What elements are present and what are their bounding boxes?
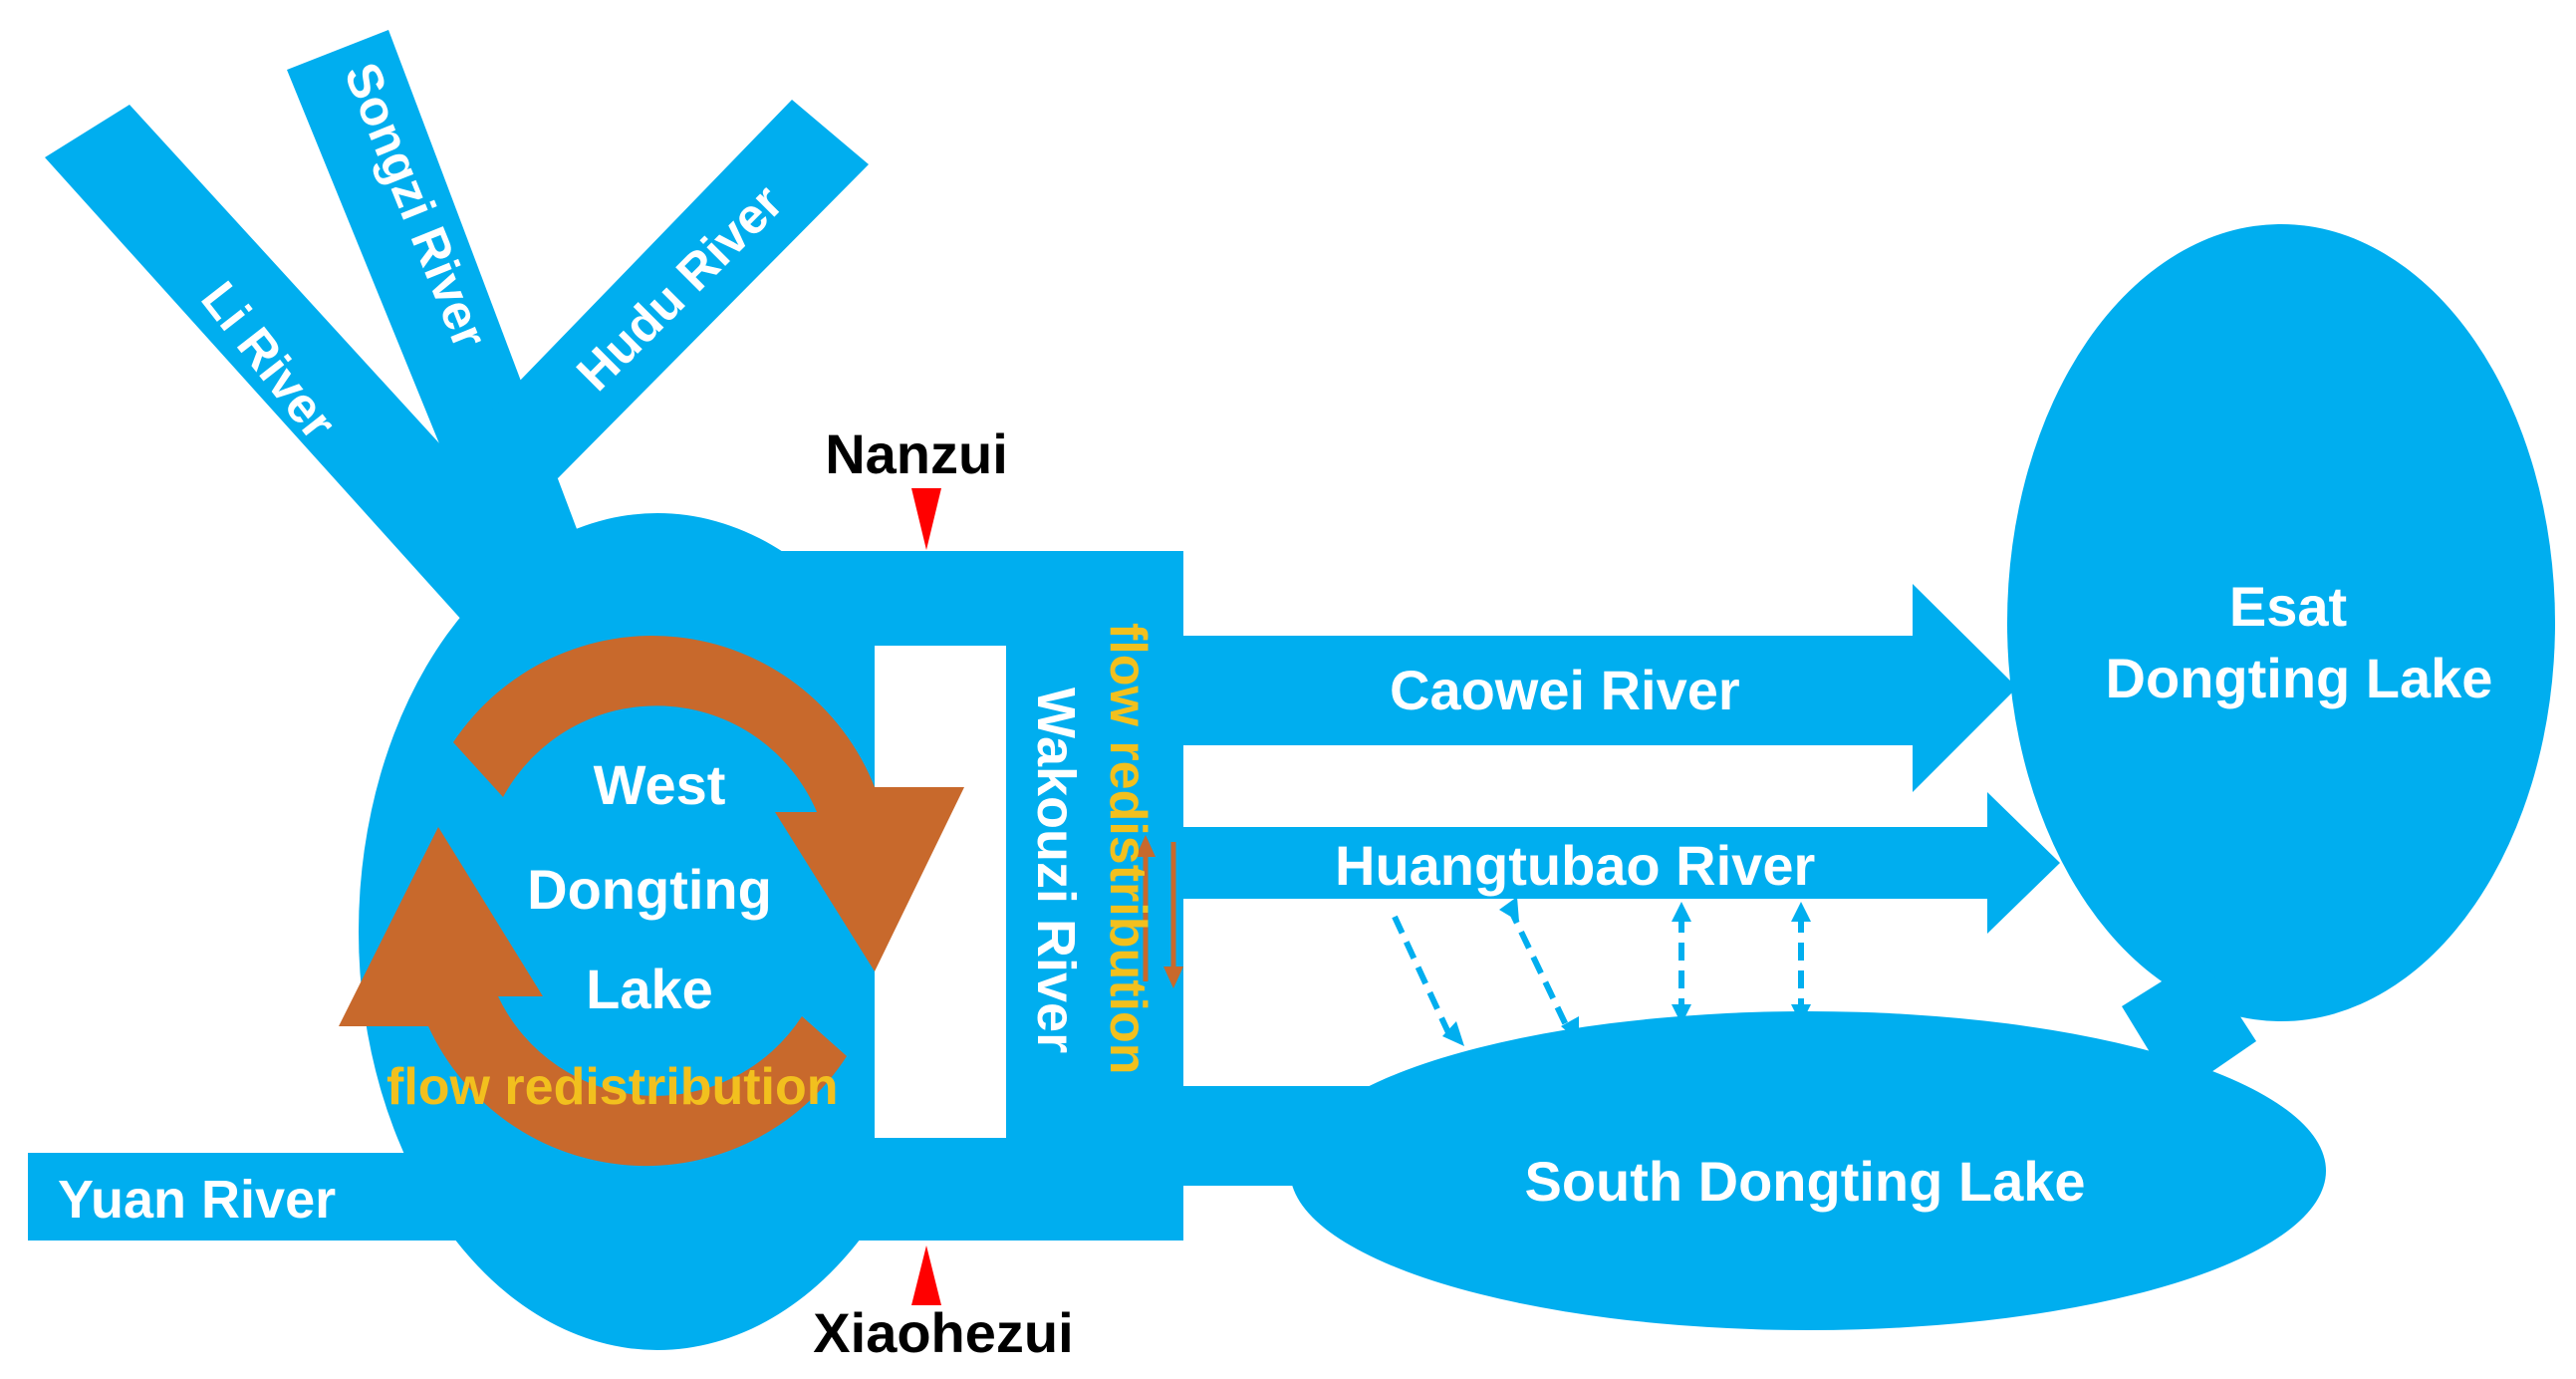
rotation-arrow-lower bbox=[339, 827, 847, 1167]
exchange-arrow-2-head-top bbox=[1499, 897, 1519, 922]
flow-redistribution-west-label: flow redistribution bbox=[386, 1058, 839, 1116]
hudu-river-label: Hudu River bbox=[566, 174, 793, 402]
east-lake-label-line2: Dongting Lake bbox=[2106, 647, 2493, 709]
huangtubao-river-arrow bbox=[1175, 792, 2060, 934]
xiaohezui-marker-icon bbox=[911, 1245, 941, 1305]
rotation-arrow-upper bbox=[453, 636, 964, 971]
exchange-arrow-2 bbox=[1506, 905, 1572, 1033]
huangtubao-river-label: Huangtubao River bbox=[1335, 834, 1815, 897]
exchange-arrow-4-head-top bbox=[1791, 902, 1811, 922]
wakouzi-down-arrow-head bbox=[1163, 966, 1183, 988]
south-lake-label: South Dongting Lake bbox=[1524, 1150, 2085, 1213]
water-bodies bbox=[28, 30, 2555, 1350]
wakouzi-up-arrow-head bbox=[1136, 835, 1156, 857]
caowei-river-label: Caowei River bbox=[1390, 659, 1740, 721]
nanzui-marker-icon bbox=[911, 488, 941, 550]
wakouzi-vertical-channel bbox=[1006, 551, 1183, 1241]
exchange-arrow-2-head-bottom bbox=[1561, 1016, 1579, 1041]
hudu-river-channel bbox=[488, 100, 869, 478]
station-markers bbox=[911, 488, 941, 1305]
west-lake-label-line3: Lake bbox=[586, 958, 713, 1020]
xiaohezui-station-label: Xiaohezui bbox=[813, 1301, 1073, 1364]
exchange-arrowheads bbox=[1442, 897, 1811, 1046]
east-dongting-lake-shape bbox=[2007, 224, 2555, 1021]
songzi-river-channel bbox=[287, 30, 588, 588]
south-dongting-lake-shape bbox=[1290, 1011, 2326, 1330]
east-lake-label-line1: Esat bbox=[2229, 575, 2347, 638]
flow-redistribution-wakouzi-label: flow redistribution bbox=[1099, 623, 1157, 1075]
exchange-arrow-4-head-bottom bbox=[1791, 1004, 1811, 1024]
li-river-channel bbox=[45, 105, 558, 633]
west-lake-label-line1: West bbox=[594, 753, 726, 816]
exchange-arrow-3-head-bottom bbox=[1672, 1004, 1691, 1024]
wakouzi-river-label: Wakouzi River bbox=[1026, 688, 1086, 1053]
yuan-river-label: Yuan River bbox=[58, 1170, 336, 1230]
exchange-arrow-1-head bbox=[1442, 1021, 1464, 1046]
exchange-arrow-1 bbox=[1392, 915, 1455, 1043]
west-lake-label-line2: Dongting bbox=[527, 858, 772, 921]
circular-flow-arrows-icon bbox=[339, 636, 964, 1167]
exchange-arrow-3-head-top bbox=[1672, 902, 1691, 922]
caowei-river-arrow bbox=[1175, 584, 2017, 792]
wakouzi-bidirectional-arrows bbox=[1136, 835, 1183, 988]
nanzui-station-label: Nanzui bbox=[825, 422, 1008, 485]
exchange-arrows bbox=[1392, 905, 1804, 1043]
yuan-river-channel bbox=[28, 1153, 1024, 1241]
